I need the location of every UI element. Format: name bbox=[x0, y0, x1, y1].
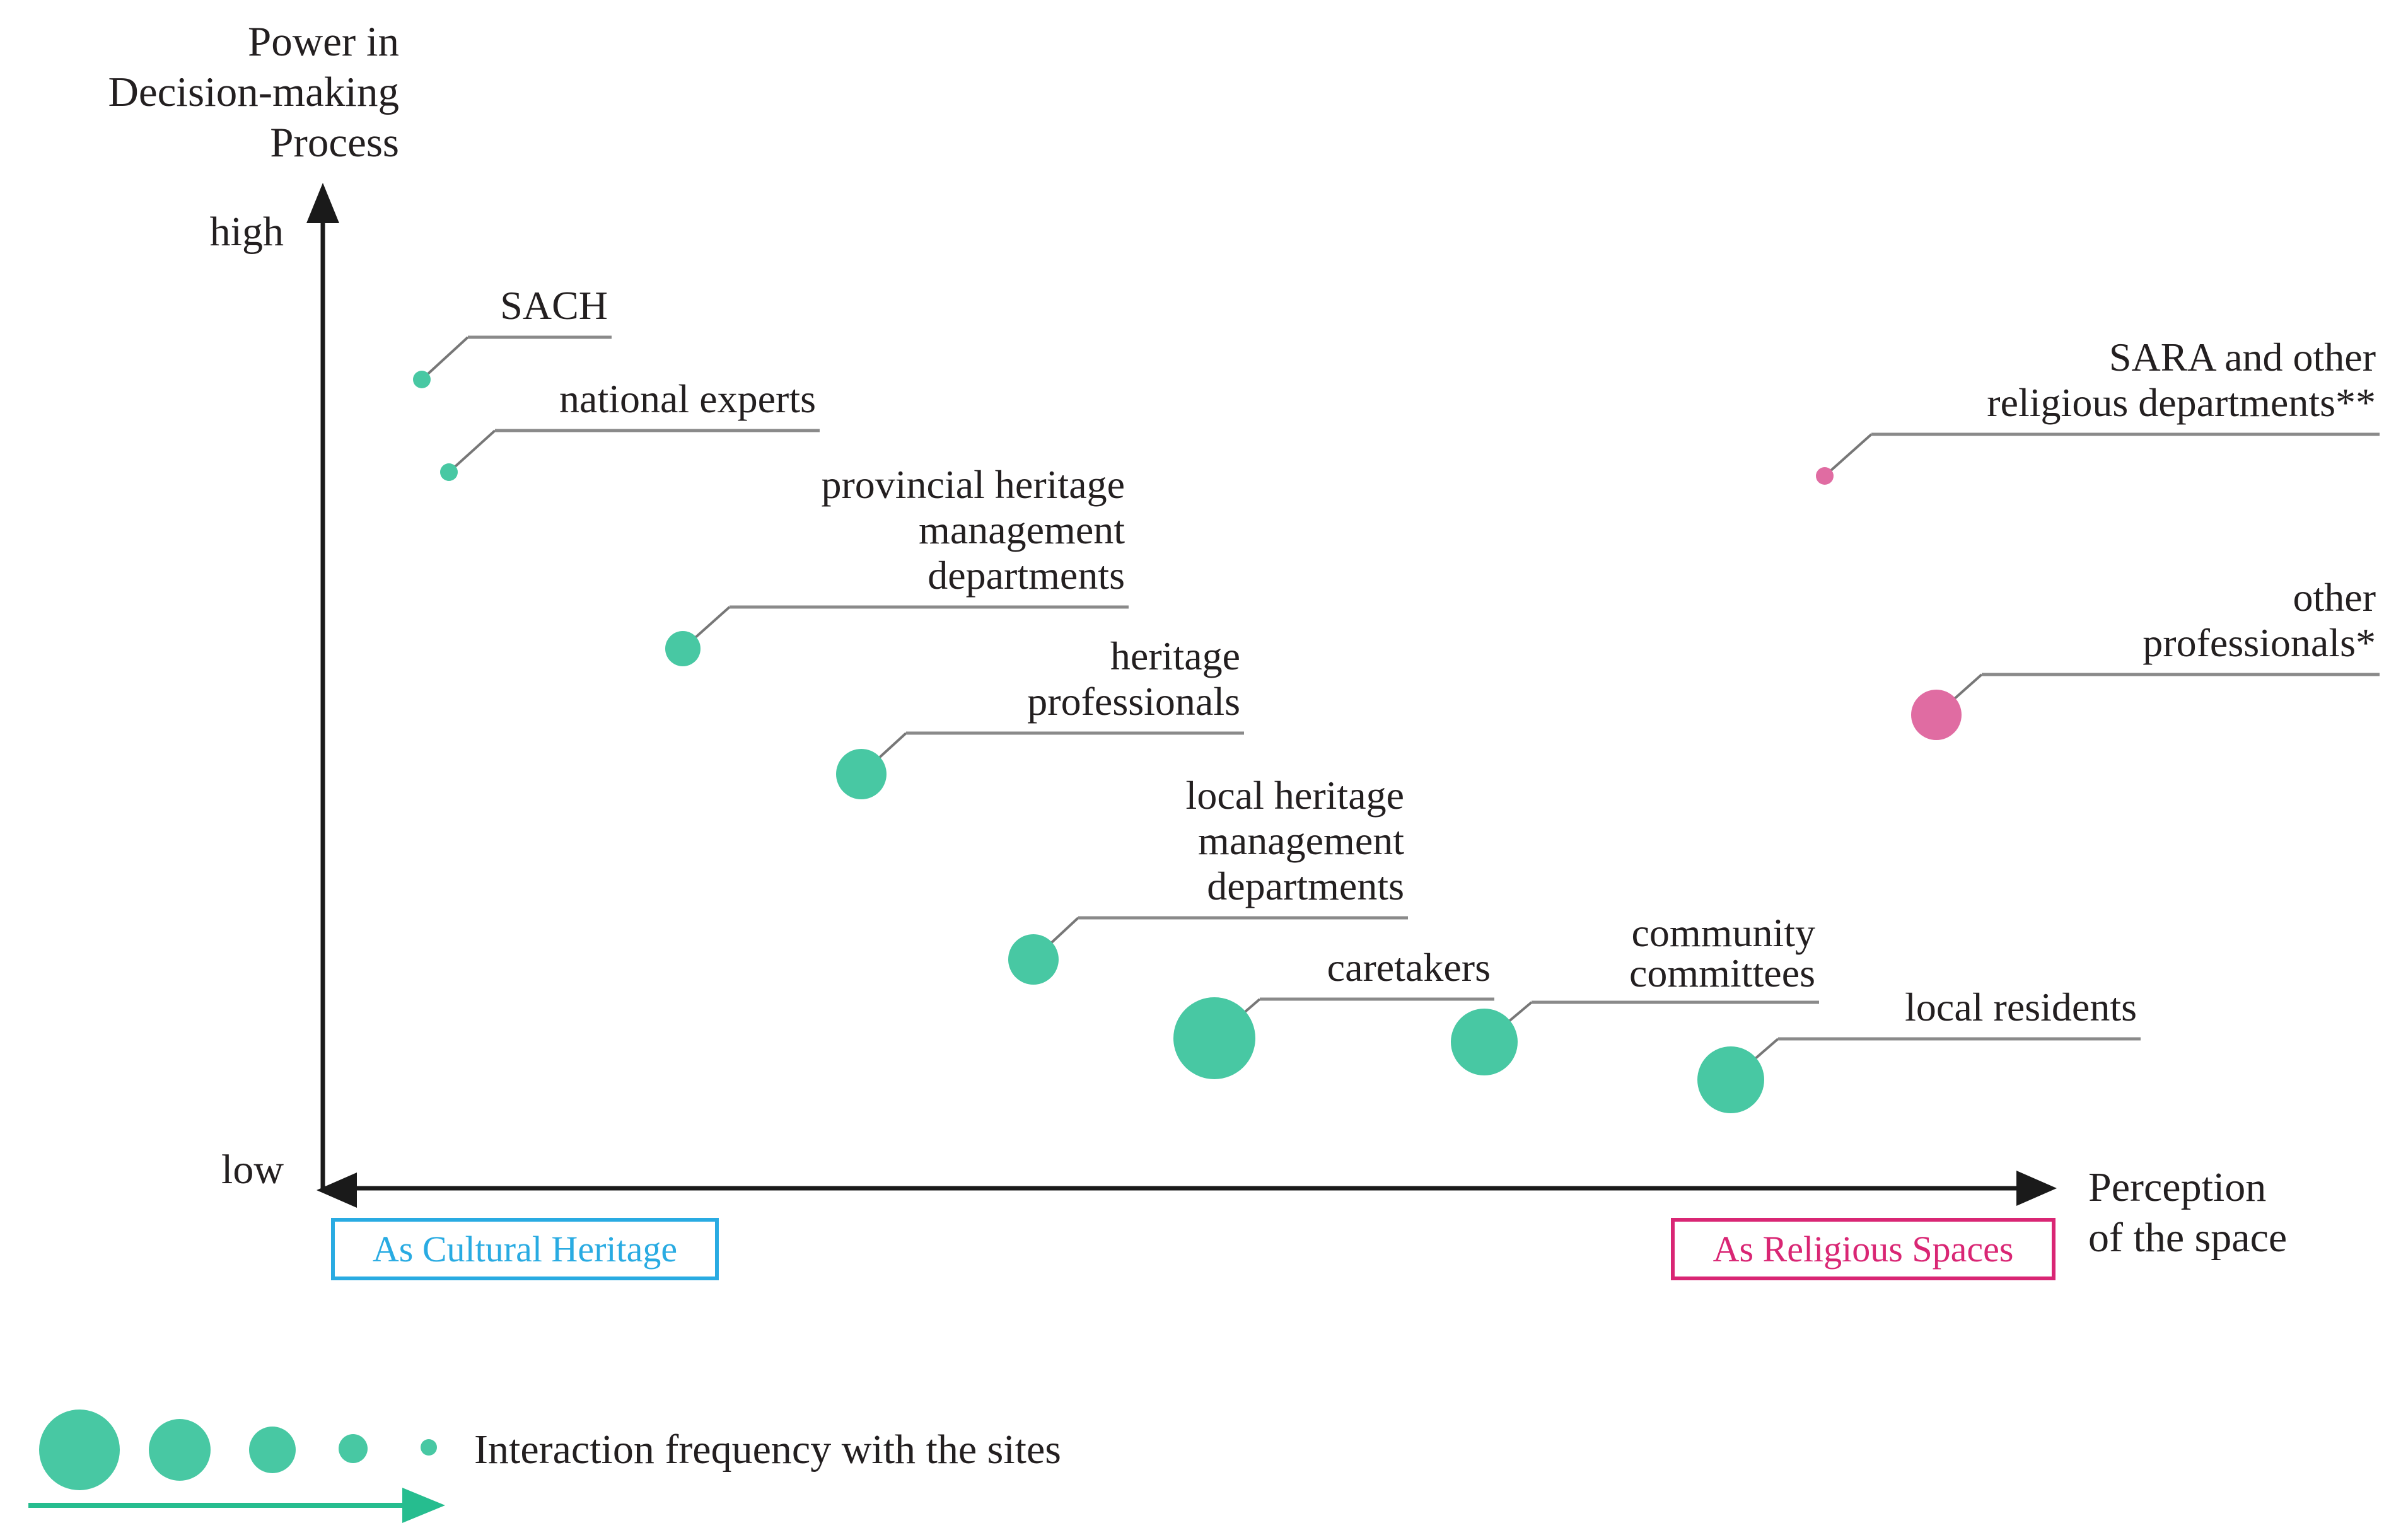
point-label-national-experts: national experts bbox=[559, 376, 816, 422]
point-label-local-residents: local residents bbox=[1905, 985, 2137, 1030]
y-axis-title: Power in Decision-making Process bbox=[0, 16, 399, 168]
point-sara-and-other-religious-departments bbox=[1816, 467, 1834, 485]
y-axis-high-label: high bbox=[209, 209, 284, 255]
leader-line-sach bbox=[421, 336, 469, 381]
x-axis-right-arrowhead bbox=[2016, 1171, 2057, 1206]
point-label-line: management bbox=[1198, 818, 1404, 863]
y-axis-title-line: Process bbox=[270, 119, 399, 166]
leader-line-sara-and-other-religious-departments bbox=[1823, 433, 1873, 477]
point-other-professionals bbox=[1911, 690, 1962, 740]
legend-bubble-5 bbox=[421, 1439, 437, 1456]
legend-caption: Interaction frequency with the sites bbox=[474, 1427, 1061, 1473]
point-label-line: professionals* bbox=[2143, 620, 2376, 665]
point-label-line: community bbox=[1631, 910, 1815, 955]
point-local-residents bbox=[1697, 1046, 1764, 1113]
point-community-committees bbox=[1451, 1009, 1518, 1075]
point-label-line: caretakers bbox=[1327, 945, 1491, 990]
point-label-sach: SACH bbox=[500, 283, 608, 328]
point-label-line: departments bbox=[927, 553, 1125, 598]
x-axis-left-category-box: As Cultural Heritage bbox=[331, 1218, 719, 1280]
point-local-heritage-management-departments bbox=[1008, 934, 1059, 985]
point-label-line: national experts bbox=[559, 376, 816, 421]
point-label-line: departments bbox=[1207, 864, 1404, 908]
x-axis-left-arrowhead bbox=[317, 1172, 357, 1208]
leader-line-national-experts bbox=[448, 429, 496, 473]
x-axis bbox=[317, 1171, 2057, 1208]
x-axis-right-category-label: As Religious Spaces bbox=[1712, 1229, 2014, 1270]
point-caretakers bbox=[1173, 997, 1255, 1079]
x-axis-title: Perception of the space bbox=[2088, 1162, 2287, 1263]
point-label-line: provincial heritage bbox=[821, 462, 1125, 507]
point-label-line: professionals bbox=[1027, 679, 1240, 724]
legend-arrow-icon bbox=[28, 1488, 445, 1523]
point-label-line: SACH bbox=[500, 283, 608, 328]
y-axis-low-label: low bbox=[221, 1147, 284, 1193]
point-label-line: religious departments** bbox=[1987, 380, 2376, 425]
point-national-experts bbox=[440, 463, 458, 481]
x-axis-left-category-label: As Cultural Heritage bbox=[372, 1229, 678, 1270]
y-axis-title-line: Decision-making bbox=[108, 69, 399, 115]
point-label-line: local residents bbox=[1905, 985, 2137, 1029]
y-axis bbox=[306, 183, 339, 1190]
y-axis-title-line: Power in bbox=[247, 18, 399, 65]
point-label-caretakers: caretakers bbox=[1327, 945, 1491, 990]
legend-bubble-3 bbox=[249, 1427, 296, 1473]
point-provincial-heritage-management-departments bbox=[665, 631, 701, 666]
point-label-line: committees bbox=[1629, 951, 1815, 995]
point-label-line: SARA and other bbox=[2108, 335, 2376, 379]
x-axis-right-category-box: As Religious Spaces bbox=[1671, 1218, 2055, 1280]
y-axis-arrowhead bbox=[306, 183, 339, 223]
legend-bubble-2 bbox=[149, 1419, 211, 1481]
point-label-line: other bbox=[2293, 575, 2376, 620]
legend-bubble-1 bbox=[39, 1410, 120, 1490]
point-label-line: heritage bbox=[1110, 634, 1240, 678]
point-sach bbox=[413, 371, 431, 388]
x-axis-title-line: of the space bbox=[2088, 1215, 2288, 1261]
point-label-line: local heritage bbox=[1185, 773, 1404, 818]
x-axis-title-line: Perception bbox=[2088, 1164, 2267, 1210]
legend-bubble-4 bbox=[339, 1434, 368, 1463]
point-heritage-professionals bbox=[836, 749, 887, 799]
point-label-line: management bbox=[919, 507, 1125, 552]
